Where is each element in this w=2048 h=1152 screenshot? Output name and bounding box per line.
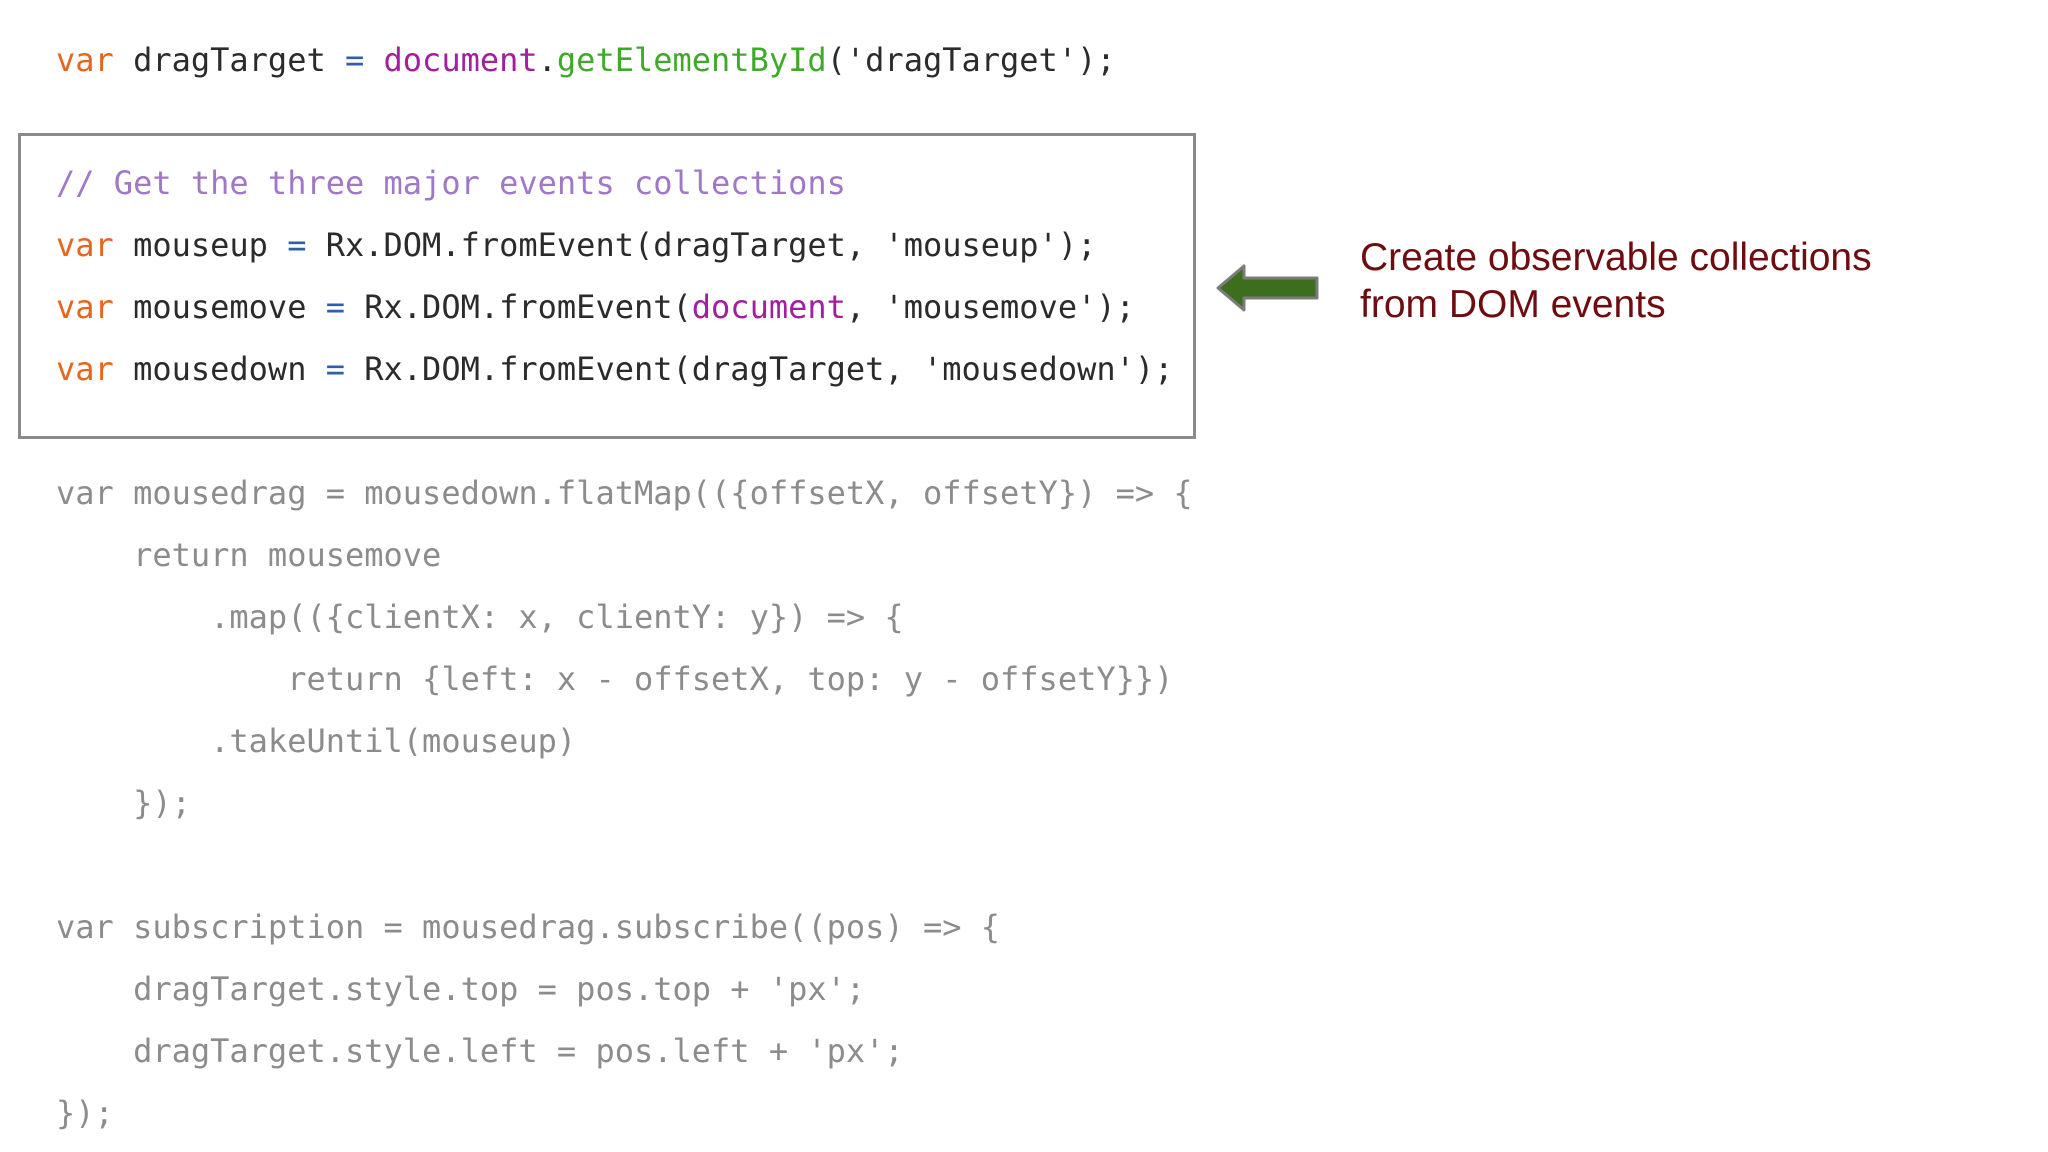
code-line-dimmed: .map(({clientX: x, clientY: y}) => { bbox=[56, 598, 904, 636]
callout-line-1: Create observable collections bbox=[1360, 236, 1872, 279]
function-name: getElementById bbox=[556, 41, 827, 79]
code-line-dimmed: var subscription = mousedrag.subscribe((… bbox=[56, 908, 1001, 946]
left-arrow-icon bbox=[1216, 264, 1319, 312]
code-line-dimmed: dragTarget.style.left = pos.left + 'px'; bbox=[56, 1032, 904, 1070]
code-line-mousedown: var mousedown = Rx.DOM.fromEvent(dragTar… bbox=[56, 349, 1173, 389]
operator: = bbox=[325, 350, 345, 388]
highlight-box bbox=[18, 133, 1196, 439]
variable-name: mousemove bbox=[133, 288, 307, 326]
expression-start: Rx.DOM.fromEvent( bbox=[364, 288, 692, 326]
code-line-dimmed: }); bbox=[56, 784, 191, 822]
code-line-dimmed: .takeUntil(mouseup) bbox=[56, 722, 577, 760]
expression: Rx.DOM.fromEvent(dragTarget, 'mousedown'… bbox=[364, 350, 1174, 388]
global-object: document bbox=[383, 41, 538, 79]
operator: = bbox=[287, 226, 307, 264]
keyword: var bbox=[56, 350, 114, 388]
keyword: var bbox=[56, 288, 114, 326]
variable-name: mousedown bbox=[133, 350, 307, 388]
code-line-dimmed: return mousemove bbox=[56, 536, 442, 574]
code-comment: // Get the three major events collection… bbox=[56, 164, 846, 202]
code-line-dimmed: dragTarget.style.top = pos.top + 'px'; bbox=[56, 970, 866, 1008]
dot: . bbox=[537, 41, 557, 79]
global-object: document bbox=[691, 288, 846, 326]
code-line-mouseup: var mouseup = Rx.DOM.fromEvent(dragTarge… bbox=[56, 225, 1096, 265]
keyword: var bbox=[56, 41, 114, 79]
arguments: ('dragTarget'); bbox=[826, 41, 1116, 79]
keyword: var bbox=[56, 226, 114, 264]
variable-name: dragTarget bbox=[133, 41, 326, 79]
code-line-mousemove: var mousemove = Rx.DOM.fromEvent(documen… bbox=[56, 287, 1135, 327]
expression: Rx.DOM.fromEvent(dragTarget, 'mouseup'); bbox=[325, 226, 1097, 264]
callout-text: Create observable collections from DOM e… bbox=[1360, 234, 1920, 328]
code-line-drag-target: var dragTarget = document.getElementById… bbox=[56, 40, 1116, 80]
callout-line-2: from DOM events bbox=[1360, 283, 1666, 326]
operator: = bbox=[325, 288, 345, 326]
operator: = bbox=[344, 41, 365, 79]
code-line-dimmed: return {left: x - offsetX, top: y - offs… bbox=[56, 660, 1174, 698]
code-line-dimmed: var mousedrag = mousedown.flatMap(({offs… bbox=[56, 474, 1193, 512]
variable-name: mouseup bbox=[133, 226, 268, 264]
code-line-dimmed: }); bbox=[56, 1094, 114, 1132]
expression-end: , 'mousemove'); bbox=[845, 288, 1135, 326]
